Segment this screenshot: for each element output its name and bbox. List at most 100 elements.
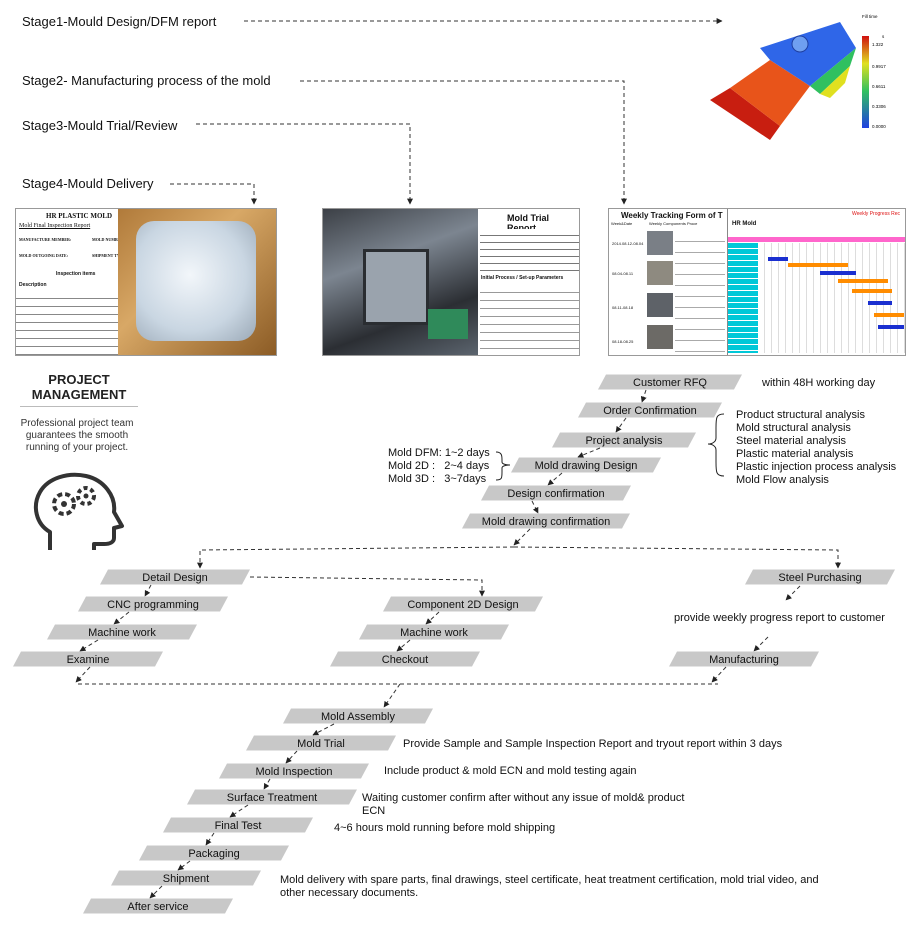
annotation-shipment-line-1: Mold delivery with spare parts, final dr… [280,874,819,886]
flow-arrow [753,636,769,652]
step-shape [100,569,250,585]
flow-step-packaging: Packaging [139,845,289,861]
flow-step-steel-purchasing: Steel Purchasing [745,569,895,585]
gear-right-hub [83,493,89,499]
flow-step-mold-assembly: Mold Assembly [283,708,433,724]
weekly-tracking-title: Weekly Tracking Form of T [621,211,723,220]
annotation-shipment-line-2: other necessary documents. [280,887,419,899]
flow-arrow [383,683,401,708]
flow-step-shipment: Shipment [111,870,261,886]
annotation-analysis-3: Steel material analysis [736,435,847,447]
flow-arrow [75,666,91,683]
flow-arrow [425,611,440,625]
step-shape [669,651,819,667]
step-shape [383,596,543,612]
gantt-bar [852,289,892,293]
gantt-bar [768,257,788,261]
step-label: Checkout [382,654,428,666]
annotation-final-test: 4~6 hours mold running before mold shipp… [334,822,556,834]
step-label: Mold drawing Design [535,460,638,472]
annotation-weekly-report: provide weekly progress report to custom… [674,612,885,624]
step-shape [219,763,369,779]
project-management-subtitle: Professional project team guarantees the… [20,418,134,453]
analysis-brace [707,413,725,477]
flow-legend-gradient [862,36,869,128]
step-label: Component 2D Design [407,599,518,611]
step-label: Order Confirmation [603,405,697,417]
step-shape [359,624,509,640]
weekly-component-rows [675,231,725,353]
stage-2-label: Stage2- Manufacturing process of the mol… [22,73,271,88]
step-label: Surface Treatment [227,792,318,804]
pm-divider [20,406,138,407]
step-label: CNC programming [107,599,199,611]
step-shape [598,374,742,390]
flow-arrow [177,860,191,871]
flow-legend-value-5: 0.0000 [872,124,886,129]
report-column: Description [19,282,47,288]
gear-left-hub [61,501,67,507]
weekly-date-3: 08.11-08.18 [612,305,634,310]
annotation-2d-time: Mold 2D : 2~4 days [388,460,490,472]
report-section: Inspection items [56,271,96,277]
flow-arrow [640,389,647,403]
weekly-photo-1 [647,231,673,255]
progress-header-bar [728,237,905,242]
weekly-date-4: 08.18-08.25 [612,339,634,344]
step-label: Manufacturing [709,654,779,666]
flow-arrow [785,585,801,601]
flow-gate [791,35,809,53]
weekly-tracking-thumbnail: Weekly Tracking Form of T Week&Date Week… [608,208,906,356]
weekly-date-2: 08.04-08.11 [612,271,634,276]
step-label: Final Test [215,820,262,832]
trial-report-rows [480,229,579,273]
flow-arrow [196,123,413,205]
flow-legend-title: Fill time [862,14,878,19]
flow-arrow [285,750,298,764]
step-label: Project analysis [585,435,663,447]
weekly-date-1: 2014.08.12-08.04 [612,241,644,246]
flow-arrow [170,183,257,205]
pm-title-line-2: MANAGEMENT [31,387,127,402]
annotation-mold-inspection: Include product & mold ECN and mold test… [384,765,637,777]
flow-step-order-confirmation: Order Confirmation [578,402,722,418]
flow-arrow [149,885,163,899]
progress-title: Weekly Progress Rec [852,211,900,217]
flow-legend-value-1: 1.322 [872,42,884,47]
flow-step-project-analysis: Project analysis [552,432,696,448]
molding-machine-photo [323,209,478,355]
step-shape [187,789,357,805]
flow-step-surface-treatment: Surface Treatment [187,789,357,805]
flow-legend-value-3: 0.6611 [872,84,886,89]
stage-3-label: Stage3-Mould Trial/Review [22,118,178,133]
gantt-bar [838,279,888,283]
annotation-dfm-time: Mold DFM: 1~2 days [388,447,490,459]
gantt-bar [788,263,848,267]
flow-arrow [577,447,601,458]
report-field-3: MOLD OUTGOING DATE: [19,253,69,258]
weekly-col-1: Week&Date [611,221,633,226]
progress-gantt: HR Mold Weekly Progress Rec [727,209,905,355]
step-label: Steel Purchasing [778,572,861,584]
flow-arrow [312,723,335,736]
flow-part-green [810,48,856,94]
flow-step-customer-rfq: Customer RFQ [598,374,742,390]
progress-task-column [728,243,758,353]
report-field-2: MOLD NUMBER [92,237,124,242]
flow-arrow [113,611,130,625]
flow-step-manufacturing: Manufacturing [669,651,819,667]
flow-step-component-2d-design: Component 2D Design [383,596,543,612]
flow-step-detail-design: Detail Design [100,569,250,585]
stage-4-label: Stage4-Mould Delivery [22,176,154,191]
step-label: After service [127,901,188,913]
weekly-photo-4 [647,325,673,349]
flow-part-blue [760,22,856,86]
annotation-surface-line-1: Waiting customer confirm after without a… [362,792,685,804]
step-shape [745,569,895,585]
flow-arrow [300,80,627,205]
annotation-analysis-6: Mold Flow analysis [736,474,829,486]
step-shape [578,402,722,418]
flow-arrow [263,778,271,790]
annotation-rfq: within 48H working day [762,377,876,389]
weekly-photo-3 [647,293,673,317]
